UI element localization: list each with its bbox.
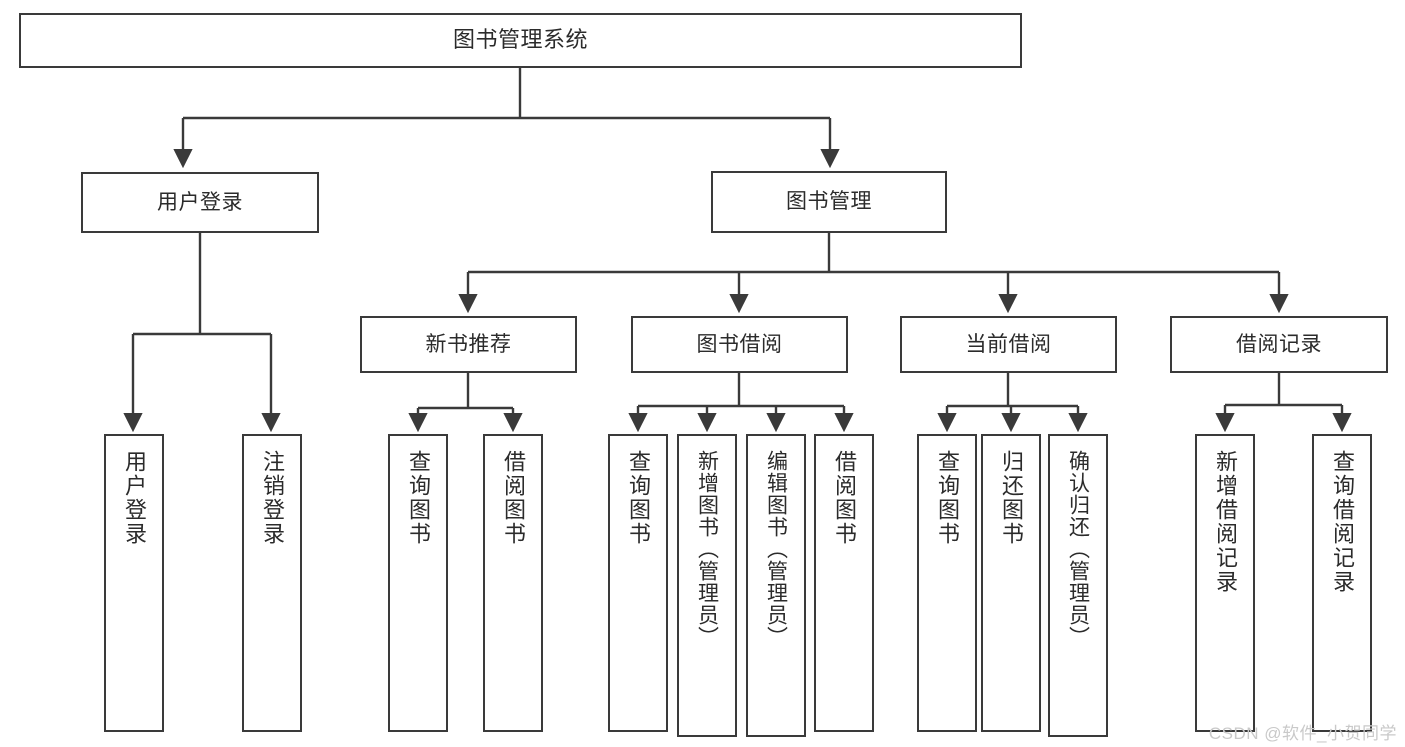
node-root-label: 图书管理系统 [452,27,588,53]
leaf-user-logout[interactable]: 注销登录 [242,434,302,732]
leaf-borrow-book-2[interactable]: 借阅图书 [814,434,874,732]
leaf-query-book-3[interactable]: 查询图书 [917,434,977,732]
node-borrow-record-label: 借阅记录 [1236,332,1322,356]
leaf-confirm-return-admin-label: 确认归还（管理员） [1066,450,1090,648]
node-current-borrow-label: 当前借阅 [965,332,1052,356]
leaf-query-book-2[interactable]: 查询图书 [608,434,668,732]
leaf-query-book-3-label: 查询图书 [935,450,960,546]
leaf-query-book-1-label: 查询图书 [406,450,431,546]
leaf-return-book[interactable]: 归还图书 [981,434,1041,732]
leaf-borrow-book-2-label: 借阅图书 [832,450,857,546]
node-new-book-recommend[interactable]: 新书推荐 [360,316,577,373]
node-book-management[interactable]: 图书管理 [711,171,947,233]
leaf-add-book-admin-label: 新增图书（管理员） [695,450,719,648]
leaf-query-borrow-record-label: 查询借阅记录 [1330,450,1355,594]
node-current-borrow[interactable]: 当前借阅 [900,316,1117,373]
leaf-edit-book-admin-label: 编辑图书（管理员） [764,450,788,648]
leaf-user-login[interactable]: 用户登录 [104,434,164,732]
leaf-user-logout-label: 注销登录 [260,450,285,546]
node-user-login[interactable]: 用户登录 [81,172,319,233]
leaf-confirm-return-admin[interactable]: 确认归还（管理员） [1048,434,1108,737]
node-root[interactable]: 图书管理系统 [19,13,1022,68]
leaf-return-book-label: 归还图书 [999,450,1024,546]
leaf-query-book-2-label: 查询图书 [626,450,651,546]
node-borrow-record[interactable]: 借阅记录 [1170,316,1388,373]
node-book-borrow-label: 图书借阅 [696,332,783,356]
node-new-book-recommend-label: 新书推荐 [425,332,512,356]
leaf-add-borrow-record-label: 新增借阅记录 [1213,450,1238,594]
leaf-borrow-book-1[interactable]: 借阅图书 [483,434,543,732]
leaf-user-login-label: 用户登录 [122,450,147,546]
leaf-query-book-1[interactable]: 查询图书 [388,434,448,732]
leaf-query-borrow-record[interactable]: 查询借阅记录 [1312,434,1372,732]
node-book-management-label: 图书管理 [786,190,872,214]
node-user-login-label: 用户登录 [157,190,243,214]
leaf-borrow-book-1-label: 借阅图书 [501,450,526,546]
node-book-borrow[interactable]: 图书借阅 [631,316,848,373]
leaf-edit-book-admin[interactable]: 编辑图书（管理员） [746,434,806,737]
leaf-add-book-admin[interactable]: 新增图书（管理员） [677,434,737,737]
leaf-add-borrow-record[interactable]: 新增借阅记录 [1195,434,1255,732]
